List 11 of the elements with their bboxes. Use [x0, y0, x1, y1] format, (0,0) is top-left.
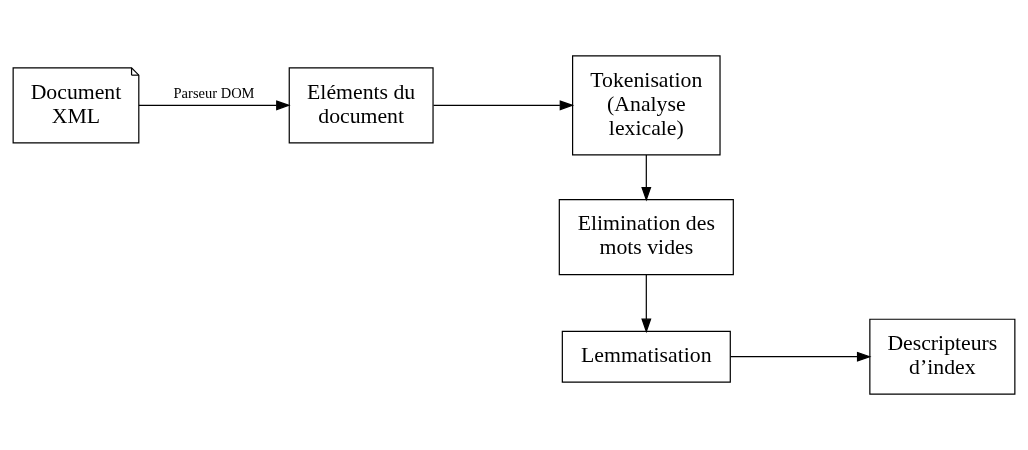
node-box: Elimination des mots vides [558, 199, 734, 276]
arrow [730, 351, 872, 362]
arrow [641, 274, 652, 334]
node-box: Tokenisation (Analyse lexicale) [572, 55, 721, 156]
arrow [641, 154, 652, 202]
node-box: Descripteurs d’index [869, 318, 1016, 395]
node-box: Eléments du document [288, 67, 434, 144]
arrow [432, 100, 575, 111]
node-box: Lemmatisation [561, 330, 731, 383]
edge-label: Parseur DOM [173, 84, 255, 101]
arrow [138, 100, 291, 111]
